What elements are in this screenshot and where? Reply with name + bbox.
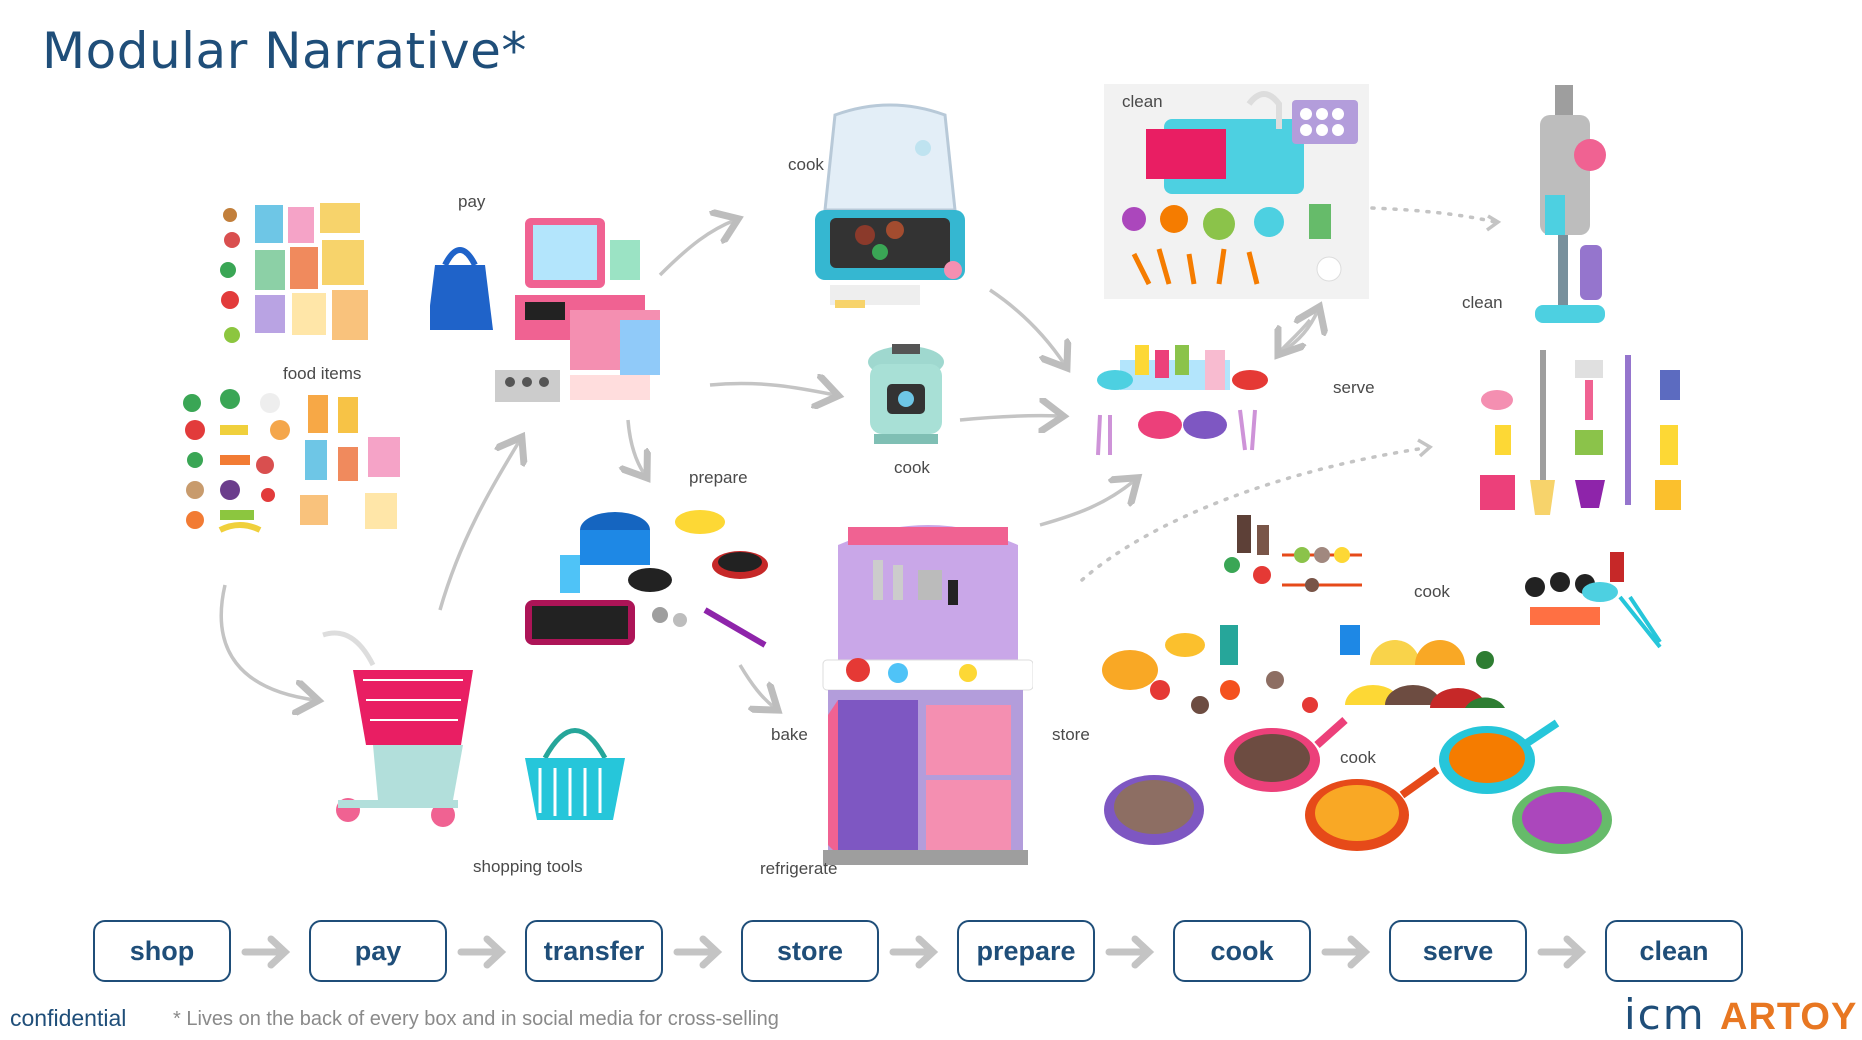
arrow-prepare-to-bake (738, 664, 775, 708)
frying-pans-illustration (1102, 715, 1622, 860)
label-cook-bottom: cook (1340, 748, 1376, 767)
step-store: store (741, 920, 879, 982)
label-food-items: food items (283, 364, 362, 383)
footnote: * Lives on the back of every box and in … (173, 1008, 779, 1030)
grill-illustration (805, 100, 985, 320)
label-refrigerate: refrigerate (760, 859, 838, 878)
shopping-basket-illustration (520, 718, 630, 828)
food-items-bottom-illustration (180, 385, 405, 545)
label-bake: bake (771, 725, 808, 744)
chevron-right-icon (1537, 935, 1587, 969)
cash-register-illustration (427, 210, 680, 405)
step-serve: serve (1389, 920, 1527, 982)
arrow-cooker-to-serve (959, 416, 1060, 420)
step-pay: pay (309, 920, 447, 982)
process-flow: shop pay transfer store prepare cook ser… (93, 920, 1745, 986)
arrow-cart-to-register (438, 440, 520, 611)
step-cook: cook (1173, 920, 1311, 982)
label-cook-top: cook (788, 155, 824, 174)
chevron-right-icon (241, 935, 291, 969)
arrow-register-to-prepare (628, 419, 645, 475)
vacuum-illustration (1510, 85, 1620, 330)
label-serve: serve (1333, 378, 1375, 397)
label-prepare: prepare (689, 468, 748, 487)
play-kitchen-illustration (818, 505, 1034, 870)
mixed-food-illustration (1100, 620, 1340, 730)
confidential-label: confidential (10, 1005, 127, 1031)
arrow-register-to-grill (658, 220, 735, 277)
food-items-top-illustration (210, 195, 390, 355)
serving-dishes-illustration (1095, 345, 1270, 465)
arrow-kitchen-to-serve (1039, 480, 1135, 527)
page-title: Modular Narrative* (42, 22, 527, 80)
icm-logo: icm (1624, 990, 1706, 1039)
label-clean-sink: clean (1122, 92, 1163, 111)
cleaning-tools-illustration (1475, 350, 1695, 520)
step-clean: clean (1605, 920, 1743, 982)
sushi-illustration (1520, 552, 1670, 652)
chevron-right-icon (1105, 935, 1155, 969)
artoy-logo: ARTOY (1720, 996, 1858, 1038)
chevron-right-icon (1321, 935, 1371, 969)
egg-carton-illustration (1292, 100, 1358, 144)
arrow-grill-to-serve (989, 288, 1065, 365)
chevron-right-icon (457, 935, 507, 969)
arrow-register-to-cooker (709, 383, 835, 395)
arrow-food-to-cart (219, 584, 315, 700)
dotted-food-to-cleaning (1080, 446, 1427, 582)
step-transfer: transfer (525, 920, 663, 982)
step-prepare: prepare (957, 920, 1095, 982)
step-shop: shop (93, 920, 231, 982)
label-cook-mid: cook (894, 458, 930, 477)
pressure-cooker-illustration (862, 342, 950, 447)
shopping-cart-illustration (318, 625, 488, 830)
skewer-food-illustration (1222, 515, 1367, 605)
dotted-sink-to-vacuum (1370, 206, 1497, 224)
arrow-sink-to-serve (1280, 318, 1312, 352)
label-pay: pay (458, 192, 486, 211)
label-store: store (1052, 725, 1090, 744)
label-cook-right: cook (1414, 582, 1450, 601)
chevron-right-icon (889, 935, 939, 969)
chevron-right-icon (673, 935, 723, 969)
tacos-illustration (1335, 620, 1505, 720)
label-shopping-tools: shopping tools (473, 857, 583, 876)
label-clean-right: clean (1462, 293, 1503, 312)
sink-set-illustration: clean (1104, 84, 1369, 299)
pots-and-pans-illustration (520, 500, 785, 655)
